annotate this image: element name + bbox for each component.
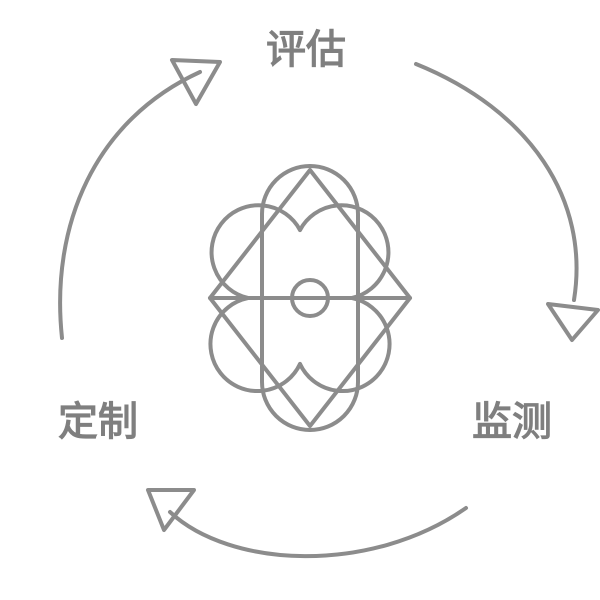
arrow-right-to-left bbox=[146, 488, 468, 559]
atom-core bbox=[290, 278, 330, 318]
atom-petal-bottom-right bbox=[298, 296, 392, 393]
atom-petal-top-right bbox=[298, 203, 391, 300]
atom-petal-top-left bbox=[209, 203, 302, 300]
stage-label-right: 监测 bbox=[472, 399, 552, 445]
arrow-top-to-right bbox=[414, 62, 600, 342]
atom-icon bbox=[208, 164, 412, 432]
stage-label-top: 评估 bbox=[266, 27, 346, 73]
atom-triangle-down bbox=[208, 296, 412, 428]
arrow-left-to-top bbox=[58, 58, 222, 340]
stage-label-left: 定制 bbox=[58, 399, 138, 445]
atom-petal-bottom-left bbox=[208, 296, 302, 393]
